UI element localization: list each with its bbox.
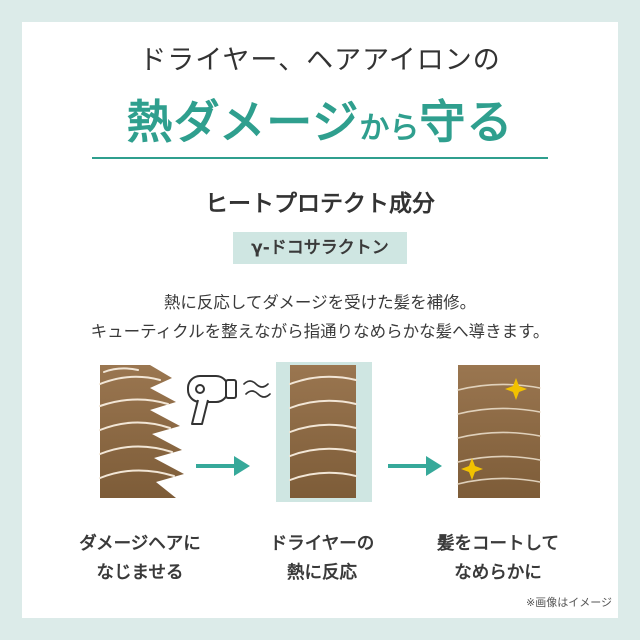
title-underline <box>92 157 548 159</box>
step-label-line: 髪をコートして <box>437 534 559 554</box>
headline: ドライヤー、ヘアアイロンの <box>139 45 501 76</box>
sparkle-icon <box>461 458 483 480</box>
arrow-right-icon <box>196 456 250 476</box>
hair-dryer-icon <box>187 375 237 425</box>
heated-hair <box>276 362 372 502</box>
arrow-right-icon <box>388 456 442 476</box>
ingredient-badge: γ-ドコサラクトン <box>233 232 407 264</box>
sparkle-icon <box>505 378 527 400</box>
step-label-line: ドライヤーの <box>269 534 375 554</box>
step-label-2: ドライヤーの 熱に反応 <box>222 530 422 588</box>
step-label-3: 髪をコートして なめらかに <box>398 530 598 588</box>
step-label-line: なめらかに <box>454 563 542 583</box>
title-end: 守る <box>419 95 514 149</box>
description: 熱に反応してダメージを受けた髪を補修。 キューティクルを整えながら指通りなめらか… <box>0 288 640 346</box>
title-main: 熱ダメージ <box>126 95 360 149</box>
step-label-line: なじませる <box>96 563 184 583</box>
step-label-line: 熱に反応 <box>287 563 357 583</box>
airflow-lines <box>243 380 271 398</box>
smooth-hair <box>457 365 541 498</box>
section-title: ヒートプロテクト成分 <box>205 191 435 217</box>
content-card <box>22 22 618 618</box>
description-line: キューティクルを整えながら指通りなめらかな髪へ導きます。 <box>90 322 550 341</box>
step-label-1: ダメージヘアに なじませる <box>40 530 240 588</box>
image-note: ※画像はイメージ <box>526 596 612 609</box>
description-line: 熱に反応してダメージを受けた髪を補修。 <box>163 293 477 312</box>
step-label-line: ダメージヘアに <box>79 534 201 554</box>
damaged-hair <box>99 365 184 498</box>
main-title: 熱ダメージから守る <box>0 86 640 152</box>
title-joiner: から <box>359 111 420 146</box>
hair-illustration <box>99 362 541 502</box>
